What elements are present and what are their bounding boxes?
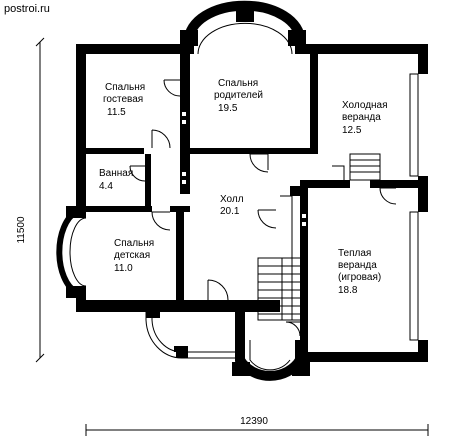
parents-bedroom-area: 19.5 (218, 103, 238, 114)
kids-bedroom-area: 11.0 (114, 263, 133, 274)
hall-name: Холл (220, 194, 244, 205)
bottom-porch (145, 306, 240, 359)
watermark: postroi.ru (4, 3, 50, 15)
vents (182, 112, 306, 226)
top-bay-window (180, 0, 306, 55)
guest-bedroom-area: 11.5 (107, 107, 126, 118)
left-bay-window (56, 206, 87, 298)
cold-veranda-name-1: Холодная (342, 100, 388, 111)
parents-bedroom-name-2: родителей (214, 90, 263, 101)
parents-bedroom-name-1: Спальня (218, 78, 258, 89)
warm-veranda-name-1: Теплая (338, 248, 371, 259)
warm-veranda-area: 18.8 (338, 285, 358, 296)
height-dimension: 11500 (16, 216, 27, 244)
hall-area: 20.1 (220, 206, 240, 217)
kids-bedroom-name-2: детская (114, 250, 150, 261)
bathroom-area: 4.4 (99, 181, 113, 192)
bathroom-name: Ванная (99, 168, 133, 179)
width-dimension: 12390 (240, 416, 268, 427)
stairs (257, 153, 381, 321)
bottom-bay-window (232, 312, 310, 381)
room-labels: Спальня гостевая 11.5 Спальня родителей … (99, 78, 388, 296)
guest-bedroom-name-2: гостевая (103, 94, 143, 105)
cold-veranda-name-2: веранда (342, 112, 381, 123)
cold-veranda-area: 12.5 (342, 125, 362, 136)
doors (129, 79, 397, 337)
warm-veranda-name-2: веранда (338, 260, 377, 271)
kids-bedroom-name-1: Спальня (114, 238, 154, 249)
dimension-lines (35, 37, 429, 436)
warm-veranda-name-3: (игровая) (338, 272, 381, 283)
guest-bedroom-name-1: Спальня (105, 82, 145, 93)
